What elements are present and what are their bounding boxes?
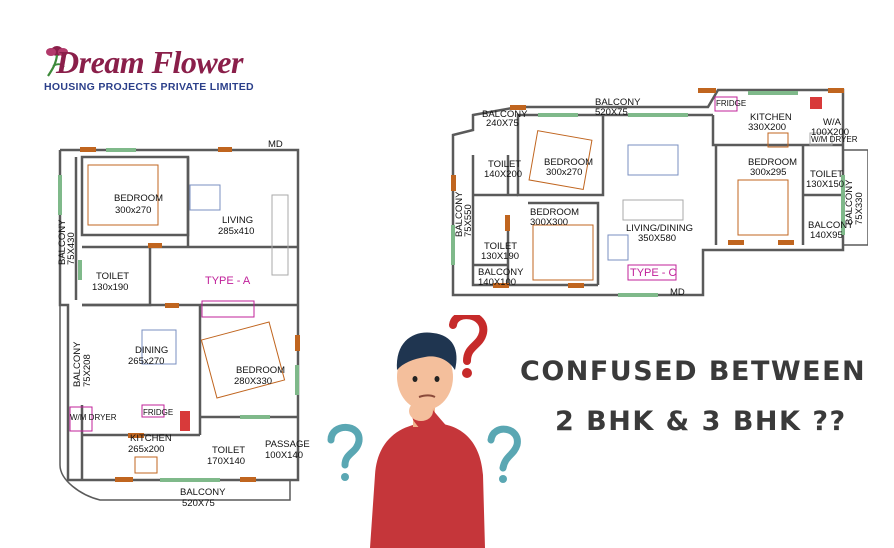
plan-c-md: MD <box>670 287 685 298</box>
plan-a-balcony3-size: 520X75 <box>182 498 215 509</box>
plan-a-kitchen-size: 265x200 <box>128 444 164 455</box>
flower-icon <box>46 46 68 77</box>
floor-plan-type-a: MD BEDROOM 300x270 LIVING 285x410 BALCON… <box>57 139 310 509</box>
logo-subtitle: HOUSING PROJECTS PRIVATE LIMITED <box>44 81 254 93</box>
plan-c-balcony-bl-size: 140X100 <box>478 277 516 288</box>
plan-a-bedroom1-name: BEDROOM <box>114 193 163 204</box>
plan-c-balcony-top-size: 520X75 <box>595 107 628 118</box>
plan-a-toilet2-name: TOILET <box>212 445 245 456</box>
plan-c-balcony-left-name: BALCONY <box>454 191 465 237</box>
logo: Dream Flower HOUSING PROJECTS PRIVATE LI… <box>42 40 254 95</box>
plan-c-bedroom3-name: BEDROOM <box>748 157 797 168</box>
plan-c-type-label: TYPE - C <box>630 267 677 279</box>
plan-a-fridge: FRIDGE <box>143 408 173 417</box>
question-mark-icon <box>449 315 488 365</box>
plan-a-passage-name: PASSAGE <box>265 439 310 450</box>
plan-c-kitchen-name: KITCHEN <box>750 112 792 123</box>
plan-a-living-size: 285x410 <box>218 226 254 237</box>
plan-c-balcony-left-size: 75X550 <box>463 204 474 237</box>
plan-c-wa-size: 100X200 <box>811 127 849 138</box>
plan-c-balcony-tl-name: BALCONY <box>482 109 528 120</box>
headline-line-2: 2 BHK & 3 BHK ?? <box>555 406 847 437</box>
plan-a-toilet1-size: 130x190 <box>92 282 128 293</box>
plan-c-toilet1-name: TOILET <box>488 159 521 170</box>
plan-c-toilet3-size: 130X150 <box>806 179 844 190</box>
question-mark-icon <box>327 423 363 469</box>
plan-a-balcony3-name: BALCONY <box>180 487 226 498</box>
plan-c-bedroom1-size: 300x270 <box>546 167 582 178</box>
plan-c-toilet3-name: TOILET <box>810 169 843 180</box>
plan-a-bedroom2-name: BEDROOM <box>236 365 285 376</box>
plan-c-kitchen-size: 330X200 <box>748 122 786 133</box>
question-mark-icon <box>487 425 521 472</box>
plan-c-wa-name: W/A <box>823 117 842 128</box>
logo-word-2: Flower <box>151 44 244 80</box>
plan-a-balcony1-size: 75X430 <box>66 232 77 265</box>
plan-c-toilet1-size: 140X200 <box>484 169 522 180</box>
plan-a-balcony1-name: BALCONY <box>57 219 68 265</box>
plan-c-bedroom3-size: 300x295 <box>750 167 786 178</box>
plan-c-bedroom2-size: 300X300 <box>530 217 568 228</box>
plan-a-balcony2-name: BALCONY <box>72 341 83 387</box>
plan-a-toilet1-name: TOILET <box>96 271 129 282</box>
plan-c-living-size: 350X580 <box>638 233 676 244</box>
plan-c-toilet2-size: 130X190 <box>481 251 519 262</box>
headline-line-1: CONFUSED BETWEEN <box>520 356 867 387</box>
thinking-person-illustration <box>327 315 521 548</box>
plan-a-passage-size: 100X140 <box>265 450 303 461</box>
plan-a-wm: W/M DRYER <box>70 413 117 422</box>
plan-c-fridge: FRIDGE <box>716 99 746 108</box>
plan-c-bedroom2-name: BEDROOM <box>530 207 579 218</box>
plan-a-dining-size: 265x270 <box>128 356 164 367</box>
plan-a-kitchen-name: KITCHEN <box>130 433 172 444</box>
floor-plan-type-c: BALCONY 520X75 BALCONY 240X75 FRIDGE KIT… <box>451 88 868 298</box>
plan-c-toilet2-name: TOILET <box>484 241 517 252</box>
plan-c-balcony-top-name: BALCONY <box>595 97 641 108</box>
plan-a-living-name: LIVING <box>222 215 253 226</box>
plan-c-balcony-tl-size: 240X75 <box>486 118 519 129</box>
plan-c-balcony-r2-size: 140X95 <box>810 230 843 241</box>
plan-c-bedroom1-name: BEDROOM <box>544 157 593 168</box>
plan-a-dining-name: DINING <box>135 345 168 356</box>
logo-word-1: Dream <box>56 44 145 80</box>
plan-c-wm: W/M DRYER <box>811 135 858 144</box>
plan-c-balcony-right-name: BALCONY <box>844 179 855 225</box>
plan-a-md: MD <box>268 139 283 150</box>
plan-a-bedroom1-size: 300x270 <box>115 205 151 216</box>
plan-c-balcony-bl-name: BALCONY <box>478 267 524 278</box>
plan-c-living-name: LIVING/DINING <box>626 223 693 234</box>
plan-c-balcony-r2-name: BALCONY <box>808 220 854 231</box>
plan-a-type-label: TYPE - A <box>205 275 251 287</box>
plan-a-toilet2-size: 170X140 <box>207 456 245 467</box>
plan-c-balcony-right-size: 75X330 <box>854 192 865 225</box>
plan-a-balcony2-size: 75X208 <box>82 354 93 387</box>
plan-a-bedroom2-size: 280X330 <box>234 376 272 387</box>
